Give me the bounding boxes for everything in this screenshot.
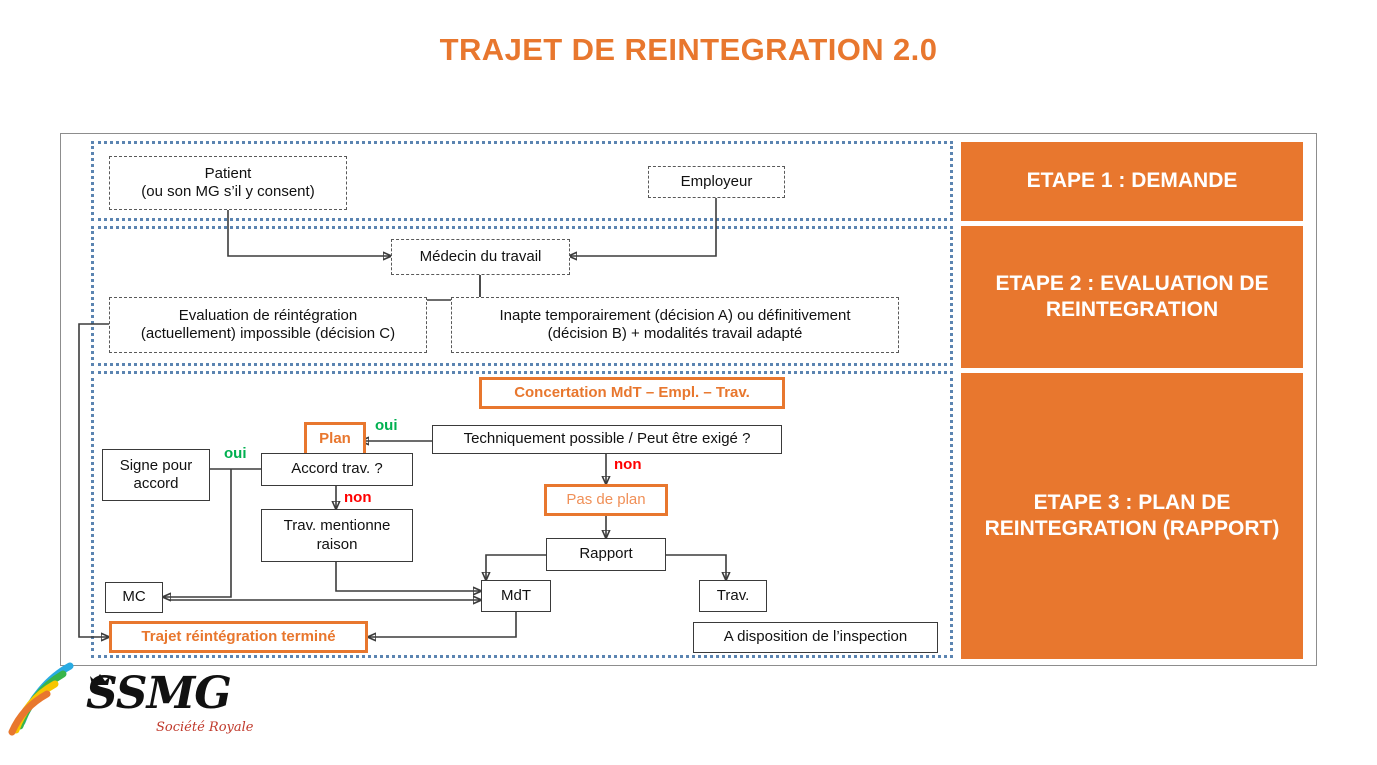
node-concertation-label: Concertation MdT – Empl. – Trav.: [514, 383, 750, 401]
node-inapte-line1: Inapte temporairement (décision A) ou dé…: [499, 306, 851, 324]
node-signe-pour-accord-line1: Signe pour: [119, 456, 193, 474]
node-mdt-label: MdT: [501, 586, 531, 604]
node-inapte-line2: (décision B) + modalités travail adapté: [547, 325, 803, 342]
node-trajet-termine-label: Trajet réintégration terminé: [141, 627, 336, 645]
node-pas-de-plan-label: Pas de plan: [566, 490, 646, 508]
edge-label-oui-technique: oui: [375, 417, 398, 434]
node-plan-label: Plan: [319, 429, 351, 447]
node-patient-line2: (ou son MG s’il y consent): [141, 183, 315, 200]
node-evaluation-impossible[interactable]: Evaluation de réintégration (actuellemen…: [109, 297, 427, 353]
node-trav-mentionne-raison[interactable]: Trav. mentionne raison: [261, 509, 413, 562]
node-employeur-label: Employeur: [680, 172, 753, 190]
node-medecin-du-travail[interactable]: Médecin du travail: [391, 239, 570, 275]
node-techniquement-possible-label: Techniquement possible / Peut être exigé…: [463, 430, 751, 448]
node-trav[interactable]: Trav.: [699, 580, 767, 612]
page-title: TRAJET DE REINTEGRATION 2.0: [439, 32, 938, 67]
node-trajet-termine[interactable]: Trajet réintégration terminé: [109, 621, 368, 653]
stage-label-1[interactable]: ETAPE 1 : DEMANDE: [961, 142, 1303, 221]
diagram-frame: Patient (ou son MG s’il y consent) Emplo…: [60, 133, 1317, 666]
node-employeur[interactable]: Employeur: [648, 166, 785, 198]
stage-label-1-text: ETAPE 1 : DEMANDE: [1026, 169, 1238, 193]
ssmg-logo-tagline: Société Royale: [156, 720, 254, 735]
edge-label-oui-accord: oui: [224, 445, 247, 462]
stage-1-region: [91, 141, 953, 221]
node-concertation[interactable]: Concertation MdT – Empl. – Trav.: [479, 377, 785, 409]
node-trav-mentionne-raison-line1: Trav. mentionne: [283, 517, 391, 535]
connector-lines: [78, 198, 1318, 667]
stage-label-3[interactable]: ETAPE 3 : PLAN DE REINTEGRATION (RAPPORT…: [961, 373, 1303, 659]
node-signe-pour-accord-line2: accord: [133, 475, 179, 492]
node-techniquement-possible[interactable]: Techniquement possible / Peut être exigé…: [432, 425, 782, 454]
node-rapport[interactable]: Rapport: [546, 538, 666, 571]
node-mc-label: MC: [122, 588, 146, 606]
ssmg-logo-text: SSMG: [86, 668, 232, 719]
stage-2-region: [91, 226, 953, 366]
node-rapport-label: Rapport: [579, 545, 633, 563]
node-accord-trav[interactable]: Accord trav. ?: [261, 453, 413, 486]
node-medecin-du-travail-label: Médecin du travail: [419, 247, 542, 265]
node-inapte[interactable]: Inapte temporairement (décision A) ou dé…: [451, 297, 899, 353]
node-evaluation-impossible-line1: Evaluation de réintégration: [178, 306, 358, 324]
stage-label-3-text: ETAPE 3 : PLAN DE REINTEGRATION (RAPPORT…: [984, 490, 1280, 540]
stage-label-2-text: ETAPE 2 : EVALUATION DE REINTEGRATION: [995, 271, 1269, 321]
node-a-disposition-inspection[interactable]: A disposition de l’inspection: [693, 622, 938, 653]
node-mdt[interactable]: MdT: [481, 580, 551, 612]
edge-label-non-accord: non: [344, 489, 372, 506]
ssmg-logo: SSMG Société Royale: [8, 662, 258, 760]
node-signe-pour-accord[interactable]: Signe pour accord: [102, 449, 210, 501]
node-trav-label: Trav.: [716, 586, 750, 604]
node-patient[interactable]: Patient (ou son MG s’il y consent): [109, 156, 347, 210]
node-accord-trav-label: Accord trav. ?: [291, 460, 383, 478]
node-pas-de-plan[interactable]: Pas de plan: [544, 484, 668, 516]
stage-label-2[interactable]: ETAPE 2 : EVALUATION DE REINTEGRATION: [961, 226, 1303, 368]
node-a-disposition-inspection-label: A disposition de l’inspection: [723, 628, 908, 646]
node-plan[interactable]: Plan: [304, 422, 366, 456]
ssmg-logo-arcs-icon: [8, 662, 110, 736]
node-trav-mentionne-raison-line2: raison: [316, 535, 358, 553]
stage-3-region: [91, 371, 953, 658]
edge-label-non-technique: non: [614, 456, 642, 473]
node-patient-line1: Patient: [204, 164, 252, 182]
node-mc[interactable]: MC: [105, 582, 163, 613]
node-evaluation-impossible-line2: (actuellement) impossible (décision C): [140, 325, 396, 342]
